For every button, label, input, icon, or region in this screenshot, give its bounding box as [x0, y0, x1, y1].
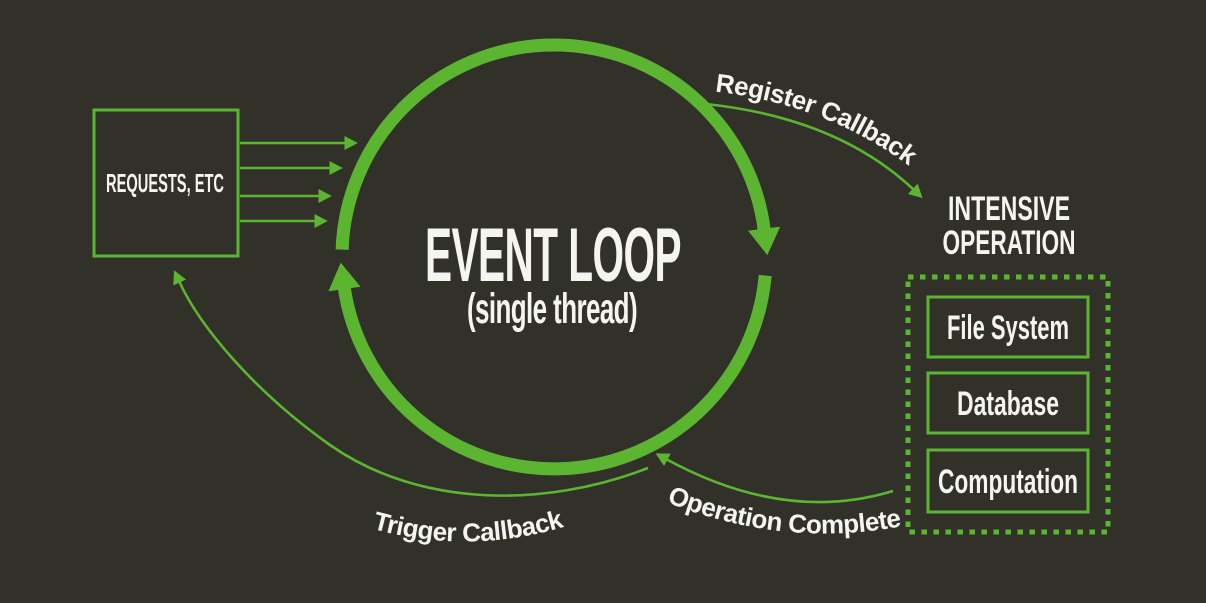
- requests-box-label: REQUESTS, ETC: [106, 168, 224, 198]
- trigger-callback-arrow: [173, 270, 649, 497]
- database-box: [926, 371, 1090, 435]
- computation-box: [926, 448, 1090, 514]
- event-loop-subtitle: (single thread): [467, 285, 637, 333]
- operation-complete-arrow: [655, 453, 894, 504]
- requests-arrows: [240, 135, 358, 229]
- intensive-operation-container: [905, 274, 1111, 535]
- computation-label: Computation: [938, 463, 1078, 501]
- event-loop-ring-bottom-arc: [328, 262, 772, 476]
- intensive-operation-heading-line1: INTENSIVE: [948, 190, 1070, 228]
- event-loop-title: EVENT LOOP: [425, 213, 681, 298]
- file-system-box: [926, 295, 1090, 359]
- intensive-operation-heading-line2: OPERATION: [943, 224, 1076, 262]
- file-system-label: File System: [947, 309, 1069, 347]
- register-callback-arrow: [705, 102, 923, 199]
- event-loop-ring-top-arc: [335, 38, 781, 256]
- requests-box: [92, 108, 240, 258]
- database-label: Database: [957, 385, 1059, 423]
